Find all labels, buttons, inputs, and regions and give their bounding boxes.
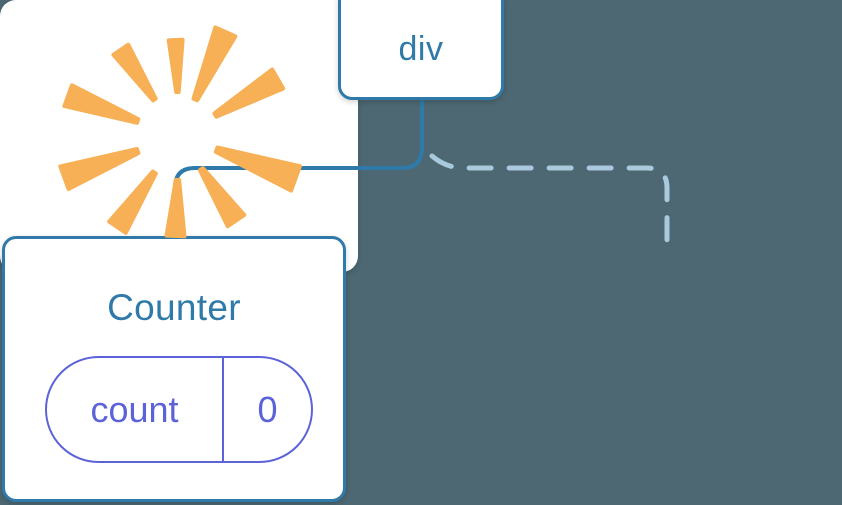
edge-div-to-sparkle: [429, 153, 670, 243]
sparkle-ray-6: [107, 169, 158, 235]
node-div-label: div: [398, 29, 444, 68]
sparkle-burst-icon: [58, 25, 302, 239]
node-counter[interactable]: Counter count 0: [2, 236, 346, 502]
sparkle-ray-7: [164, 177, 187, 239]
state-pill-count[interactable]: count 0: [45, 356, 313, 463]
sparkle-ray-1: [191, 25, 238, 103]
sparkle-ray-9: [213, 145, 302, 193]
sparkle-ray-2: [166, 37, 185, 95]
sparkle-ray-4: [62, 83, 141, 125]
sparkle-ray-3: [111, 42, 158, 103]
sparkle-ray-10: [212, 67, 286, 119]
state-pill-value: 0: [257, 388, 278, 430]
node-div[interactable]: div: [338, 0, 504, 100]
node-counter-label: Counter: [107, 287, 241, 328]
state-pill-key: count: [47, 358, 224, 461]
sparkle-ray-8: [197, 166, 247, 229]
sparkle-rays: [58, 25, 302, 239]
node-sparkle[interactable]: [0, 0, 358, 272]
sparkle-ray-5: [58, 147, 141, 191]
